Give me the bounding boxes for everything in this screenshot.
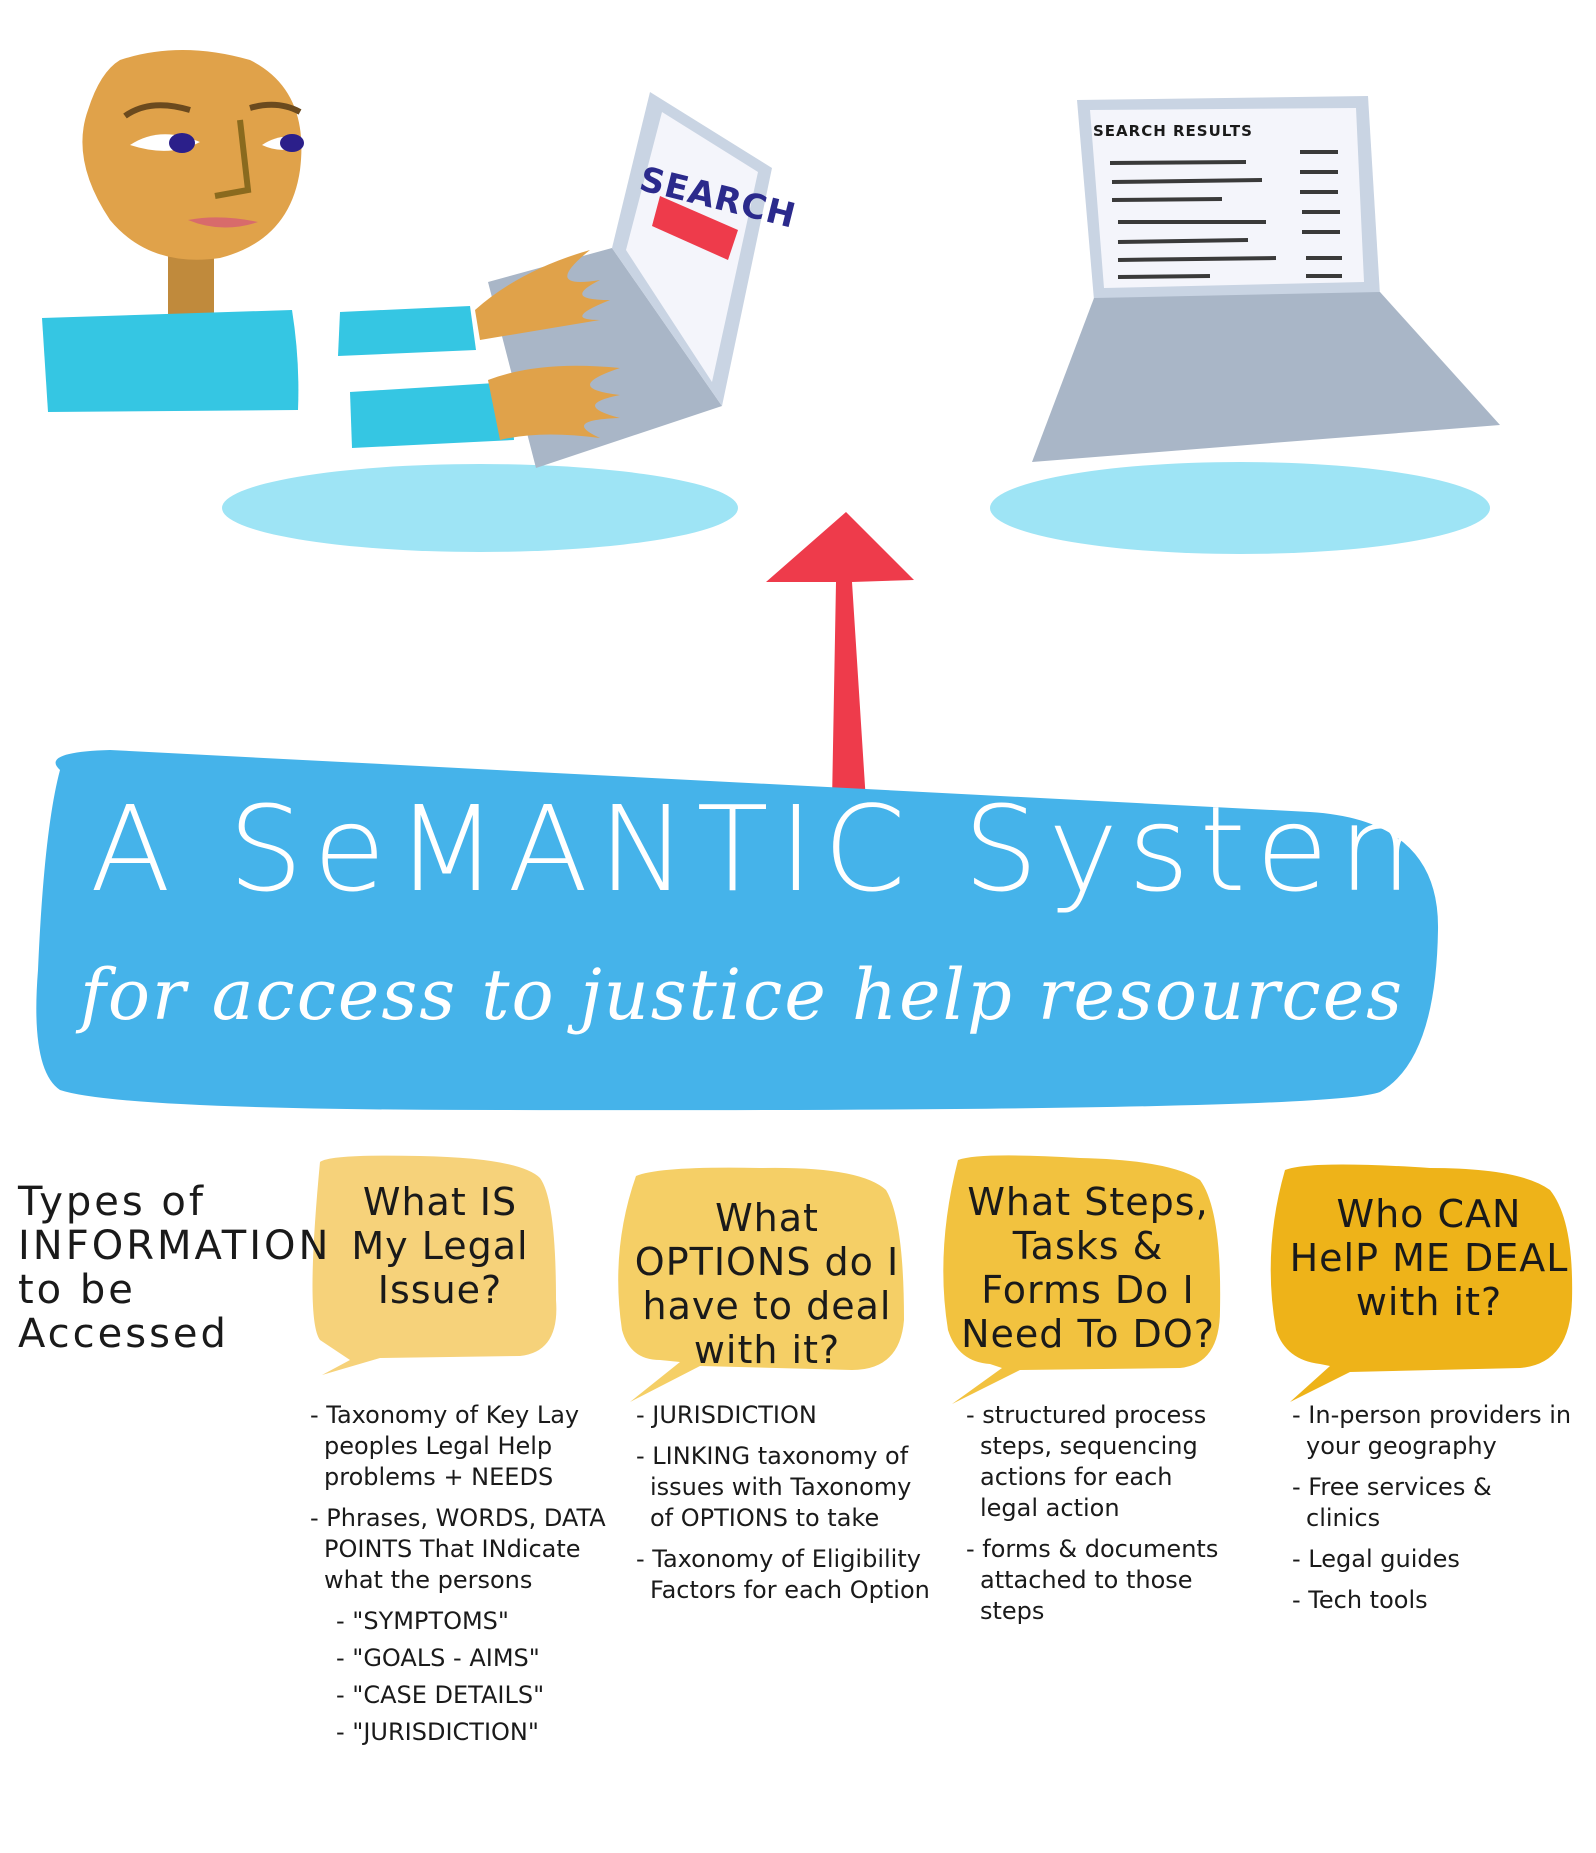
column-legal-issue-list: - Taxonomy of Key Lay peoples Legal Help… — [310, 1400, 610, 1754]
red-up-arrow — [766, 512, 914, 802]
bubble-1 — [312, 1155, 557, 1375]
list-item: - In-person providers in your geography — [1292, 1401, 1572, 1460]
banner-title: A SeMANTIC System — [90, 780, 1464, 918]
list-item: - Tech tools — [1292, 1586, 1428, 1614]
types-of-information-label: Types of INFORMATION to be Accessed — [18, 1179, 332, 1357]
person-figure — [42, 50, 514, 448]
list-item: - forms & documents attached to those st… — [966, 1535, 1219, 1625]
list-item: - Phrases, WORDS, DATA POINTS That INdic… — [310, 1504, 606, 1594]
list-item: - LINKING taxonomy of issues with Taxono… — [636, 1442, 912, 1532]
banner-subtitle: for access to justice help resources — [80, 954, 1405, 1036]
question-who-can-help: Who CAN HelP ME DEAL with it? — [1289, 1192, 1569, 1324]
list-item: - Taxonomy of Eligibility Factors for ea… — [636, 1545, 930, 1604]
laptop-results-icon — [1032, 96, 1500, 462]
question-steps: What Steps, Tasks & Forms Do I Need To D… — [961, 1180, 1215, 1356]
list-subitem: - "JURISDICTION" — [336, 1718, 539, 1746]
question-options: What OPTIONS do I have to deal with it? — [634, 1196, 900, 1372]
right-desk-pad — [990, 462, 1490, 554]
bubble-2 — [618, 1167, 904, 1402]
bubble-4 — [1270, 1164, 1573, 1402]
results-screen-label: SEARCH RESULTS — [1093, 122, 1253, 140]
result-lines — [1109, 150, 1342, 279]
list-item: - JURISDICTION — [636, 1401, 817, 1429]
list-item: - Free services & clinics — [1292, 1473, 1492, 1532]
laptop-search-icon — [475, 92, 772, 468]
column-steps-list: - structured process steps, sequencing a… — [966, 1400, 1226, 1637]
list-item: - Taxonomy of Key Lay peoples Legal Help… — [310, 1401, 580, 1491]
bubble-3 — [943, 1155, 1221, 1404]
blue-banner — [36, 750, 1439, 1111]
question-legal-issue: What IS My Legal Issue? — [351, 1180, 529, 1312]
list-subitem: - "CASE DETAILS" — [336, 1681, 545, 1709]
list-subitem: - "SYMPTOMS" — [336, 1607, 509, 1635]
list-subitem: - "GOALS - AIMS" — [336, 1644, 540, 1672]
left-desk-pad — [222, 464, 738, 552]
column-options-list: - JURISDICTION - LINKING taxonomy of iss… — [636, 1400, 936, 1616]
column-who-can-help-list: - In-person providers in your geography … — [1292, 1400, 1572, 1626]
list-item: - Legal guides — [1292, 1545, 1460, 1573]
list-item: - structured process steps, sequencing a… — [966, 1401, 1207, 1522]
